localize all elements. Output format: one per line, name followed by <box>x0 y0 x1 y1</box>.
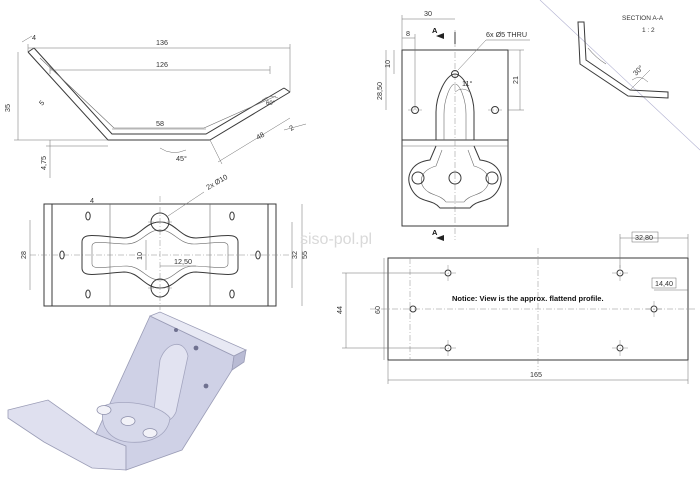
section-profile <box>577 21 669 99</box>
dim-28-50: 28,50 <box>375 82 384 100</box>
dim-44: 44 <box>335 306 344 314</box>
dim-12-50: 12,50 <box>174 257 192 266</box>
dim-10-side: 10 <box>383 60 392 68</box>
section-mark-bottom: A <box>432 228 438 237</box>
dim-21: 21 <box>511 76 520 84</box>
dim-11deg: 11° <box>462 79 472 88</box>
dim-4-75: 4,75 <box>39 156 48 170</box>
dim-58: 58 <box>156 119 164 128</box>
profile-inner <box>33 47 285 135</box>
dim-165: 165 <box>530 370 542 379</box>
iso-render <box>7 311 247 471</box>
dim-line-48 <box>217 117 291 163</box>
dim-28: 28 <box>19 251 28 259</box>
dim-55: 55 <box>300 251 309 259</box>
dim-126: 126 <box>156 60 168 69</box>
section-title: SECTION A-A <box>622 15 664 22</box>
dim-8: 8 <box>406 29 410 38</box>
section-angle: 30° <box>631 63 645 77</box>
section-mark-top: A <box>432 26 438 35</box>
side-rib-lower <box>408 145 502 209</box>
dim-2: 2 <box>288 123 296 133</box>
dim-4-front: 4 <box>32 33 36 42</box>
dim-holes-5: 6x Ø5 THRU <box>486 30 527 39</box>
dim-136: 136 <box>156 38 168 47</box>
emboss-outer <box>81 221 239 289</box>
section-a-a: 30° SECTION A-A 1 : 2 <box>577 15 669 99</box>
dim-60: 60 <box>373 306 382 314</box>
dim-10-top: 10 <box>135 252 144 260</box>
dim-30: 30 <box>424 9 432 18</box>
profile-rib <box>39 57 277 129</box>
dim-32: 32 <box>290 251 299 259</box>
side-view: A A 30 8 6x Ø5 THRU 10 28,50 11° 21 <box>375 9 530 241</box>
watermark: siso-pol.pl <box>300 231 372 248</box>
dim-32-80: 32,80 <box>635 233 653 242</box>
flat-holes <box>409 265 662 356</box>
section-scale: 1 : 2 <box>642 27 655 34</box>
emboss-inner <box>91 229 229 281</box>
side-rib-upper <box>435 73 475 140</box>
dim-holes-10: 2x Ø10 <box>205 172 230 191</box>
dim-4-top: 4 <box>90 196 94 205</box>
top-view: 2x Ø10 4 28 10 12,50 32 55 <box>19 172 309 310</box>
dim-48: 48 <box>255 130 266 142</box>
dim-60deg: 60° <box>266 101 276 107</box>
profile-outer <box>27 51 291 141</box>
dim-35: 35 <box>3 104 12 112</box>
flat-notice: Notice: View is the approx. flattend pro… <box>452 294 604 303</box>
dim-14-40: 14,40 <box>655 279 673 288</box>
sheet-border-line <box>539 0 700 151</box>
flat-pattern: Notice: View is the approx. flattend pro… <box>335 231 696 384</box>
dim-45deg: 45° <box>176 154 187 163</box>
front-view: 136 126 58 4 5 35 4,75 45° 48 2 60° <box>3 33 307 178</box>
dim-5: 5 <box>37 98 46 107</box>
